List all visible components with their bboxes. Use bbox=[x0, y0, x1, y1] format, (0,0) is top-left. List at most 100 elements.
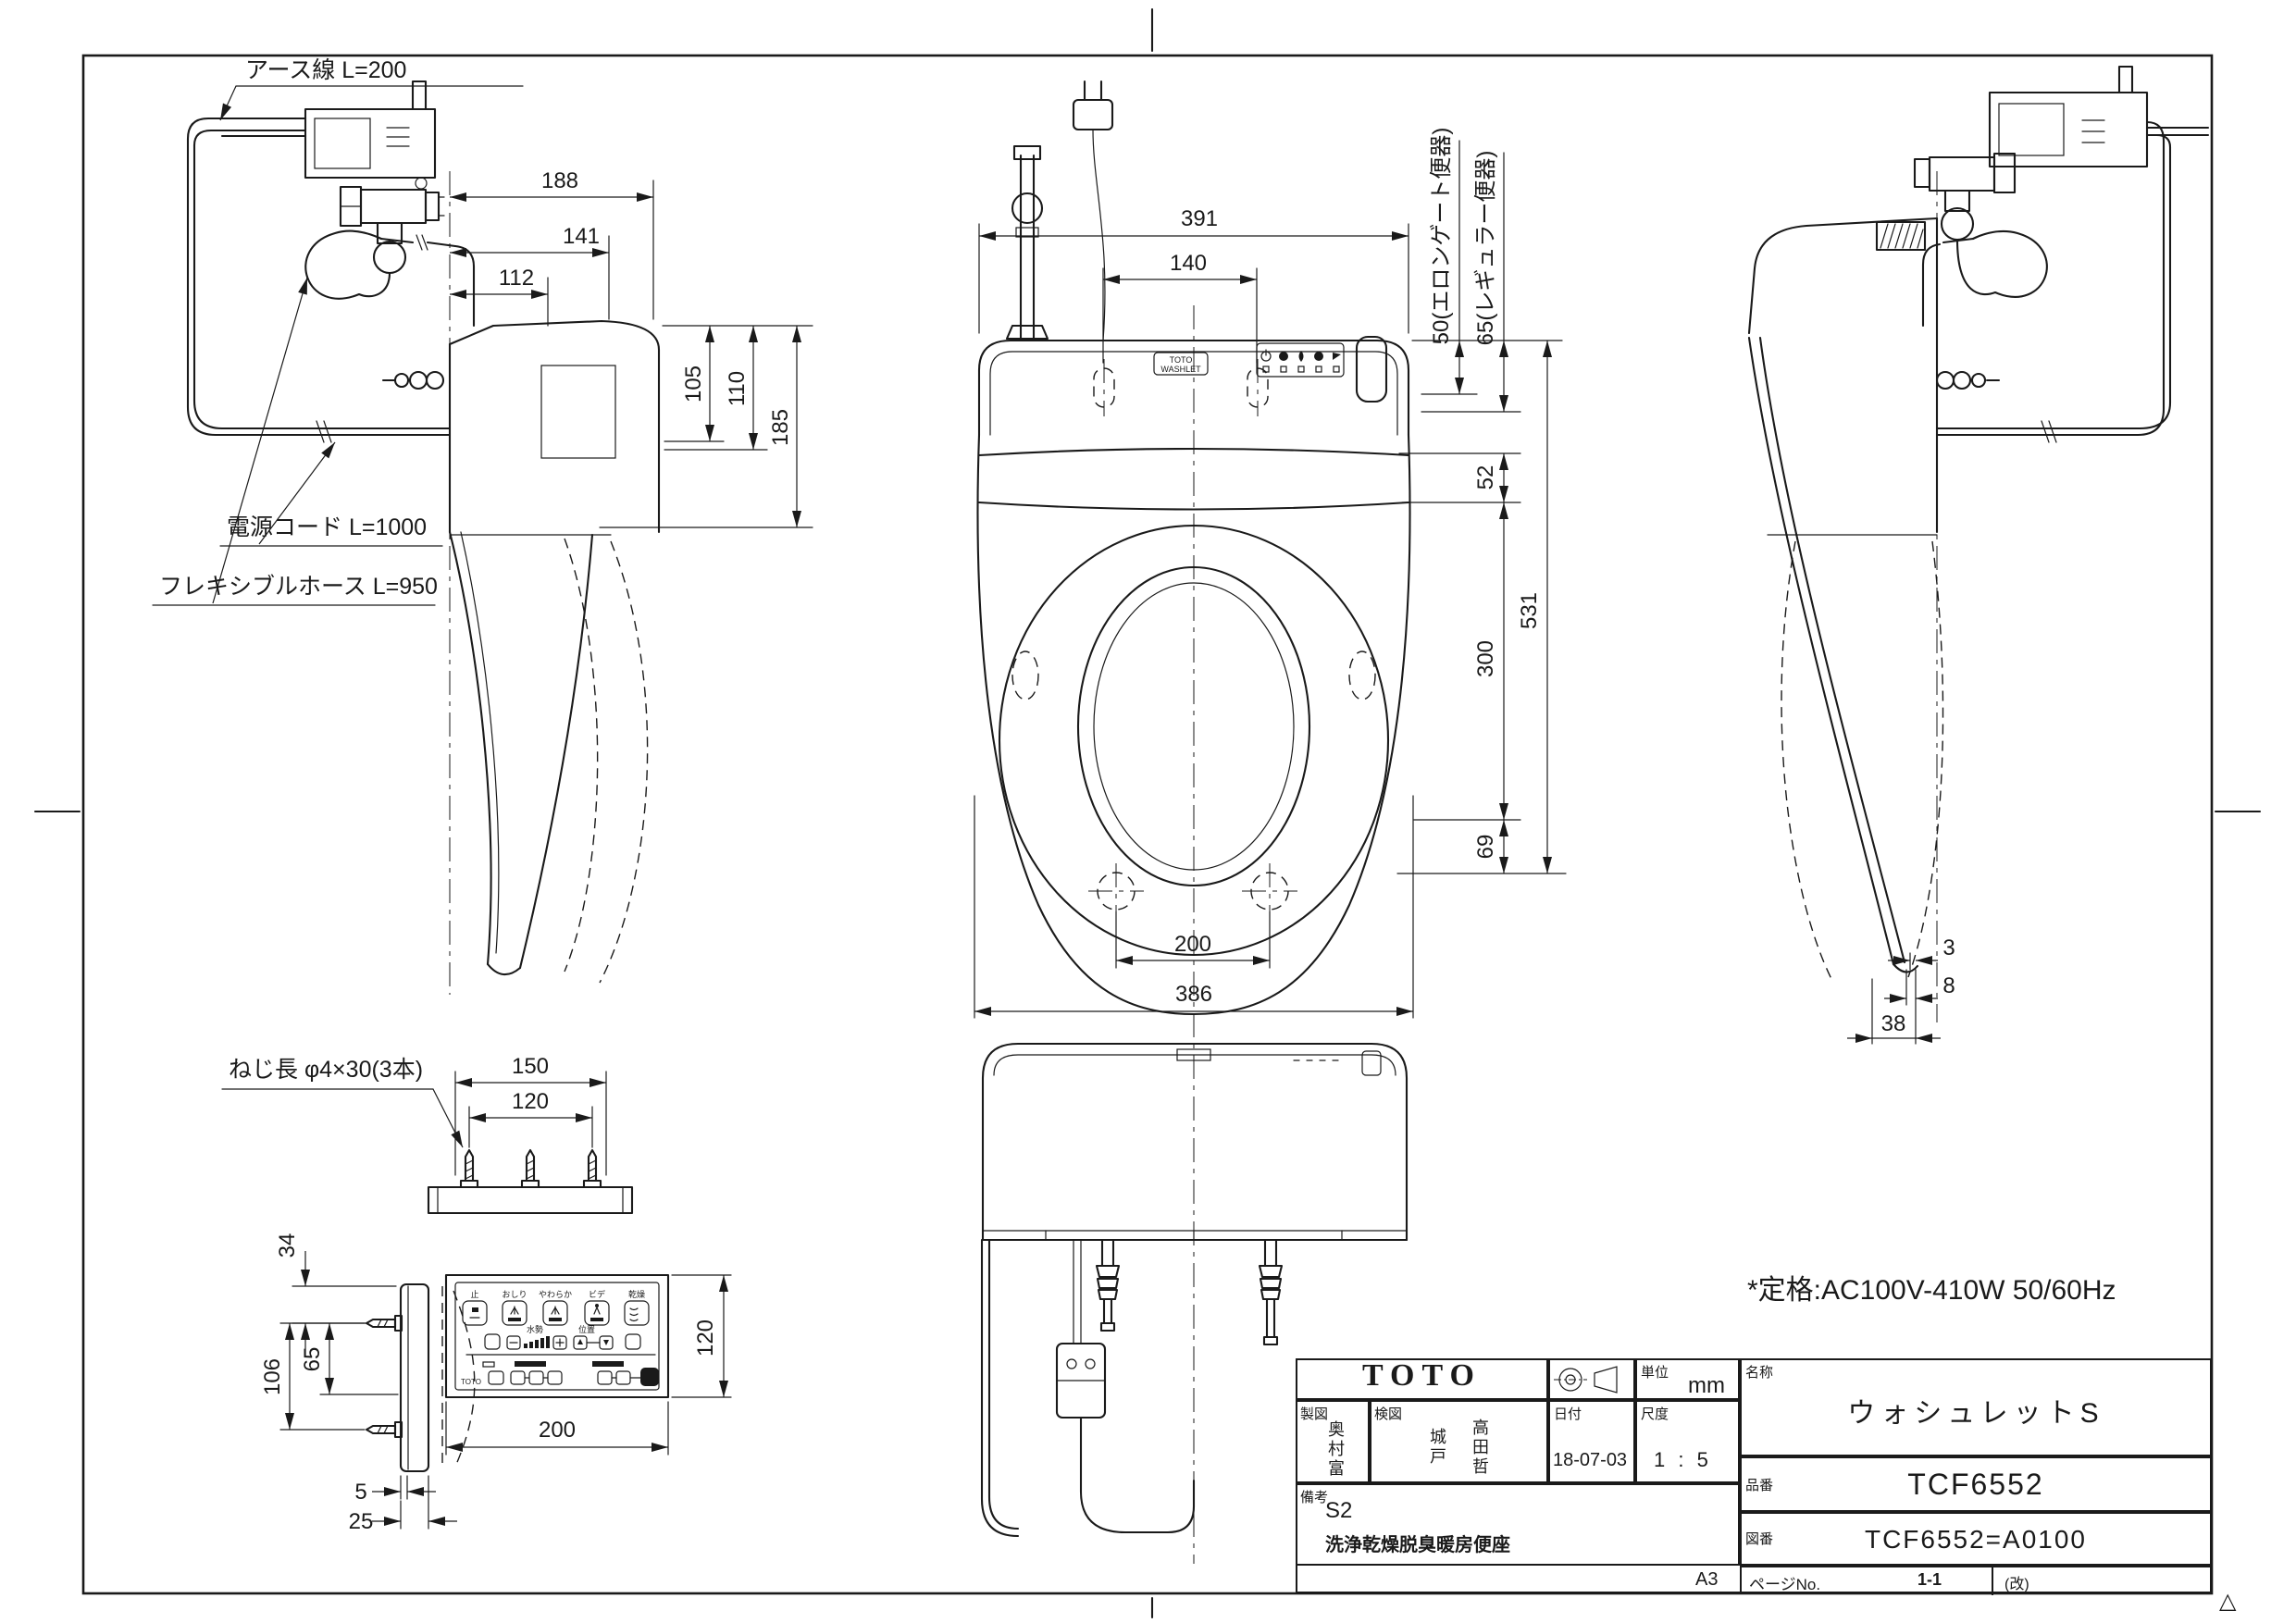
power-indicator-icon bbox=[1260, 349, 1272, 362]
hose-fitting bbox=[381, 370, 445, 390]
revision-triangle: △ bbox=[2219, 1589, 2237, 1614]
rating-note: *定格:AC100V-410W 50/60Hz bbox=[1747, 1275, 2116, 1306]
dim-52: 52 bbox=[1473, 465, 1498, 490]
flexible-hose-label: フレキシブルホース L=950 bbox=[159, 574, 438, 600]
checker-name-2: 高田哲 bbox=[1471, 1419, 1489, 1477]
indicator-icon-4 bbox=[1314, 352, 1323, 361]
dim-300: 300 bbox=[1473, 640, 1498, 677]
seat-opening bbox=[1076, 565, 1311, 887]
part-label: 品番 bbox=[1745, 1478, 1774, 1493]
page-value: 1-1 bbox=[1917, 1570, 1942, 1589]
date-label: 日付 bbox=[1554, 1406, 1582, 1422]
name-label: 名称 bbox=[1745, 1365, 1774, 1381]
flexible-hose-right bbox=[1955, 229, 2048, 298]
scale-label: 尺度 bbox=[1641, 1406, 1669, 1422]
remarks-cell: 備考 S2 洗浄乾燥脱臭暖房便座 bbox=[1296, 1483, 1740, 1566]
dim-38: 38 bbox=[1881, 1011, 1906, 1036]
indicator-icon-5 bbox=[1333, 353, 1341, 360]
scale-cell: 尺度 1 : 5 bbox=[1635, 1400, 1740, 1483]
page-label: ページNo. bbox=[1749, 1576, 1821, 1593]
badge-model: WASHLET bbox=[1160, 365, 1201, 374]
checker-label: 検図 bbox=[1374, 1406, 1403, 1422]
dim-69: 69 bbox=[1473, 835, 1498, 860]
drawing-value: TCF6552=A0100 bbox=[1864, 1525, 2088, 1554]
base-plate bbox=[427, 1185, 634, 1215]
side-screw-bottom bbox=[365, 1420, 403, 1439]
remote-button-bidet bbox=[584, 1300, 610, 1326]
power-plug bbox=[1072, 80, 1114, 341]
washlet-body-profile-right bbox=[1747, 217, 2001, 982]
earth-wire-leader bbox=[219, 85, 237, 121]
flexible-hose bbox=[304, 229, 391, 300]
dim-386: 386 bbox=[1175, 982, 1212, 1007]
remote-button-dry bbox=[624, 1300, 650, 1326]
indicator-panel bbox=[1256, 342, 1345, 378]
front-elevation-view bbox=[980, 1042, 1409, 1538]
remote-label-soft: やわらか bbox=[539, 1290, 572, 1299]
indicator-icon-2 bbox=[1279, 352, 1288, 361]
unit-value: mm bbox=[1688, 1373, 1725, 1398]
seat-ring bbox=[998, 524, 1390, 957]
remote-secondary-controls bbox=[484, 1333, 641, 1350]
remote-label-bidet: ビデ bbox=[589, 1289, 605, 1299]
body-outline bbox=[977, 339, 1410, 437]
power-cord-label: 電源コード L=1000 bbox=[227, 514, 427, 540]
dim-140: 140 bbox=[1170, 251, 1207, 276]
hose-drop-right bbox=[1258, 1238, 1284, 1346]
date-cell: 日付 18-07-03 bbox=[1548, 1400, 1635, 1483]
dim-391: 391 bbox=[1181, 206, 1218, 231]
unit-label: 単位 bbox=[1641, 1365, 1669, 1381]
washlet-body-profile bbox=[448, 319, 661, 984]
right-side-view: 3 8 38 bbox=[1747, 65, 2210, 1045]
dim-112: 112 bbox=[499, 266, 534, 291]
dim-plate-25: 25 bbox=[349, 1509, 374, 1534]
revision-label: (改) bbox=[2004, 1577, 2029, 1592]
checker-cell: 検図 城戸 高田哲 bbox=[1370, 1400, 1548, 1483]
dim-185: 185 bbox=[768, 409, 793, 446]
right-view-dimensions: 3 8 38 bbox=[1847, 935, 1955, 1045]
dim-531: 531 bbox=[1517, 592, 1542, 629]
logo-cell: TOTO bbox=[1296, 1358, 1548, 1400]
first-angle-projection-icon bbox=[1554, 1366, 1618, 1394]
indicator-icon-3 bbox=[1298, 351, 1304, 362]
elevation-body bbox=[981, 1042, 1409, 1242]
remote-outline bbox=[444, 1273, 670, 1399]
drawing-label: 図番 bbox=[1745, 1531, 1774, 1547]
dim-plate-34: 34 bbox=[275, 1233, 300, 1258]
flexible-hose-leader bbox=[212, 277, 308, 604]
power-cord-right bbox=[1935, 120, 2172, 443]
stop-valve bbox=[339, 185, 445, 275]
toto-logo: TOTO bbox=[1361, 1358, 1483, 1393]
dim-plate-5: 5 bbox=[354, 1480, 366, 1505]
top-view-dimensions: 391 140 50(エロンゲート便器) 65(レギュラー便器) 52 300 … bbox=[974, 128, 1567, 1019]
remarks-label: 備考 bbox=[1300, 1490, 1329, 1505]
dim-plate-120: 120 bbox=[512, 1089, 549, 1114]
dim-200: 200 bbox=[1174, 932, 1211, 957]
remote-label-rear: おしり bbox=[502, 1290, 527, 1299]
checker-name-1: 城戸 bbox=[1428, 1428, 1446, 1467]
washlet-badge: TOTO WASHLET bbox=[1153, 352, 1209, 376]
power-cord-leader bbox=[258, 441, 336, 545]
left-view-dimensions: 188 141 112 105 110 185 bbox=[450, 168, 813, 528]
dim-plate-65: 65 bbox=[300, 1347, 325, 1372]
remote-button-stop bbox=[462, 1300, 488, 1326]
supply-pipe bbox=[1005, 144, 1049, 341]
plate-profile bbox=[399, 1282, 430, 1473]
page-cell: ページNo. 1-1 (改) bbox=[1740, 1566, 2212, 1595]
mounting-screws bbox=[459, 1148, 602, 1189]
date-value: 18-07-03 bbox=[1553, 1450, 1628, 1470]
mounting-plate-detail: ねじ長 φ4×30(3本) 150 120 34 bbox=[221, 1054, 634, 1357]
remote-label-dry: 乾燥 bbox=[628, 1289, 645, 1299]
part-value: TCF6552 bbox=[1907, 1468, 2044, 1501]
deodorizer-grille bbox=[1875, 220, 1927, 252]
screw-note-leader bbox=[432, 1088, 464, 1148]
remote-label-stop: 止 bbox=[470, 1289, 478, 1299]
part-cell: 品番 TCF6552 bbox=[1740, 1456, 2212, 1512]
drain-cable bbox=[980, 1238, 1020, 1538]
side-slot bbox=[1355, 335, 1388, 403]
remote-label-position: 位置 bbox=[578, 1324, 595, 1334]
power-connector bbox=[304, 107, 437, 180]
dim-141: 141 bbox=[563, 224, 600, 249]
